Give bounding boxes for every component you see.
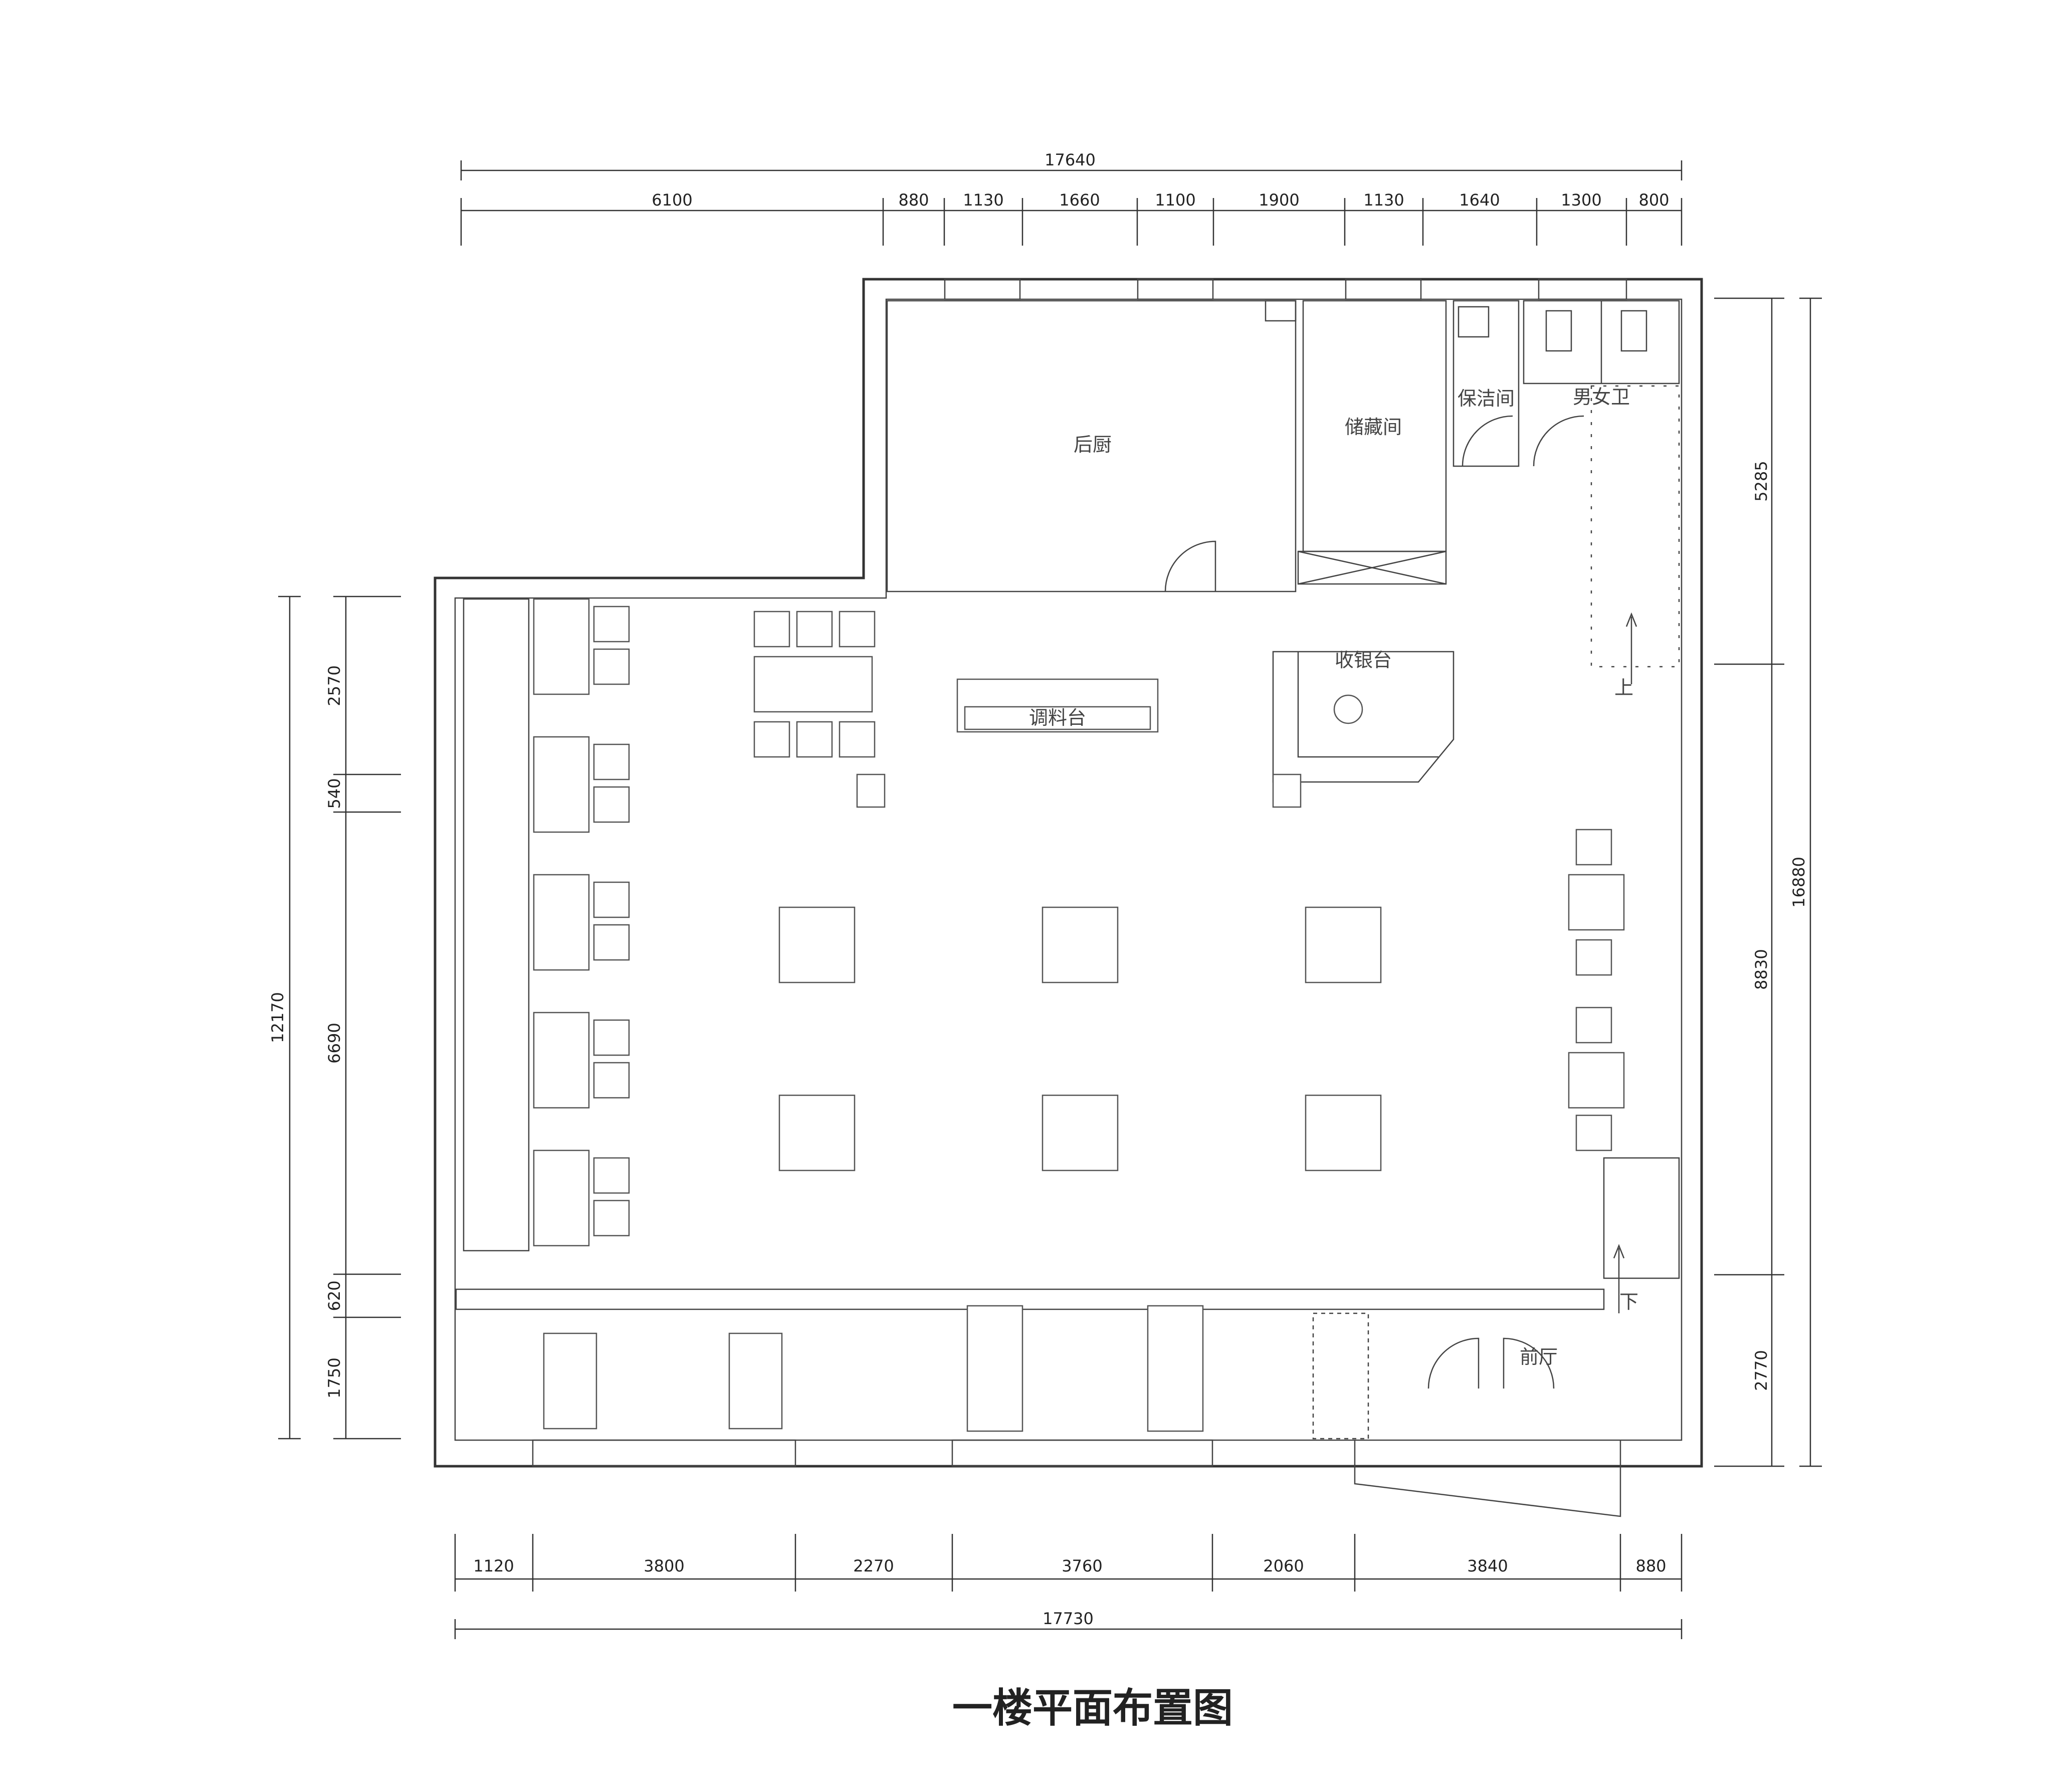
bottom-seg-6: 880 (1635, 1556, 1666, 1575)
storage-room: 储藏间 (1297, 300, 1447, 585)
bottom-seg-2: 2270 (853, 1556, 894, 1575)
left-seg-4: 1750 (325, 1357, 344, 1398)
stairs-down: 下 (1603, 1157, 1680, 1313)
right-dimension-total: 16880 (1789, 297, 1822, 1467)
left-booth-seating (463, 598, 630, 1252)
right-dimension-segments: 5285 8830 2770 (1714, 297, 1784, 1467)
top-seg-3: 1660 (1059, 190, 1100, 210)
bottom-seating (455, 1288, 1605, 1440)
right-seg-0: 5285 (1752, 461, 1771, 501)
left-seg-0: 2570 (325, 665, 344, 706)
bottom-seg-0: 1120 (473, 1556, 514, 1575)
left-total-label: 12170 (268, 992, 287, 1043)
storage-label: 储藏间 (1345, 416, 1402, 438)
left-seg-2: 6690 (325, 1023, 344, 1063)
bottom-dimension-segments: 1120 3800 2270 3760 2060 3840 880 (454, 1534, 1683, 1592)
center-tables (778, 906, 1382, 1171)
right-seg-1: 8830 (1752, 949, 1771, 990)
top-seg-0: 6100 (652, 190, 692, 210)
bottom-seg-1: 3800 (644, 1556, 684, 1575)
right-seg-2: 2770 (1752, 1350, 1771, 1391)
stairs-up-label: 上 (1614, 677, 1633, 699)
kitchen-label: 后厨 (1074, 434, 1112, 456)
top-seg-8: 1300 (1561, 190, 1601, 210)
top-dimension-total: 17640 (460, 150, 1683, 180)
top-seg-9: 800 (1638, 190, 1669, 210)
cleaning-label: 保洁间 (1458, 387, 1515, 410)
bottom-dimension-total: 17730 (454, 1609, 1683, 1639)
cashier-label: 收银台 (1335, 649, 1392, 671)
top-seg-4: 1100 (1155, 190, 1195, 210)
top-table-group (753, 611, 886, 808)
bottom-seg-5: 3840 (1467, 1556, 1508, 1575)
restroom-room: 男女卫 (1523, 300, 1680, 467)
bottom-seg-4: 2060 (1263, 1556, 1304, 1575)
seasoning-label: 调料台 (1029, 707, 1086, 729)
restroom-label: 男女卫 (1573, 386, 1630, 408)
cleaning-room: 保洁间 (1453, 300, 1520, 467)
top-seg-7: 1640 (1459, 190, 1500, 210)
top-seg-2: 1130 (963, 190, 1003, 210)
left-dimension-segments: 2570 540 6690 620 1750 (325, 596, 401, 1440)
kitchen-room: 后厨 (886, 300, 1297, 593)
right-total-label: 16880 (1789, 857, 1808, 908)
top-seg-6: 1130 (1363, 190, 1404, 210)
right-seating (1568, 829, 1625, 1151)
top-seg-1: 880 (898, 190, 929, 210)
bottom-seg-3: 3760 (1062, 1556, 1102, 1575)
page-title: 一楼平面布置图 (952, 1685, 1233, 1731)
lobby-area: 前厅 (1427, 1337, 1558, 1389)
left-seg-1: 540 (325, 778, 344, 809)
left-dimension-total: 12170 (268, 596, 301, 1440)
stairs-up-area: 上 (1590, 385, 1680, 699)
bottom-total-label: 17730 (1043, 1609, 1094, 1628)
stairs-down-label: 下 (1619, 1291, 1638, 1313)
top-dimension-segments: 6100 880 1130 1660 1100 1900 1130 1640 1… (460, 190, 1683, 246)
top-total-label: 17640 (1045, 150, 1096, 169)
top-seg-5: 1900 (1259, 190, 1299, 210)
outer-walls (434, 278, 1703, 1517)
cashier-counter: 收银台 (1272, 649, 1455, 808)
seasoning-counter: 调料台 (956, 678, 1159, 733)
lobby-label: 前厅 (1520, 1346, 1558, 1368)
left-seg-3: 620 (325, 1280, 344, 1311)
